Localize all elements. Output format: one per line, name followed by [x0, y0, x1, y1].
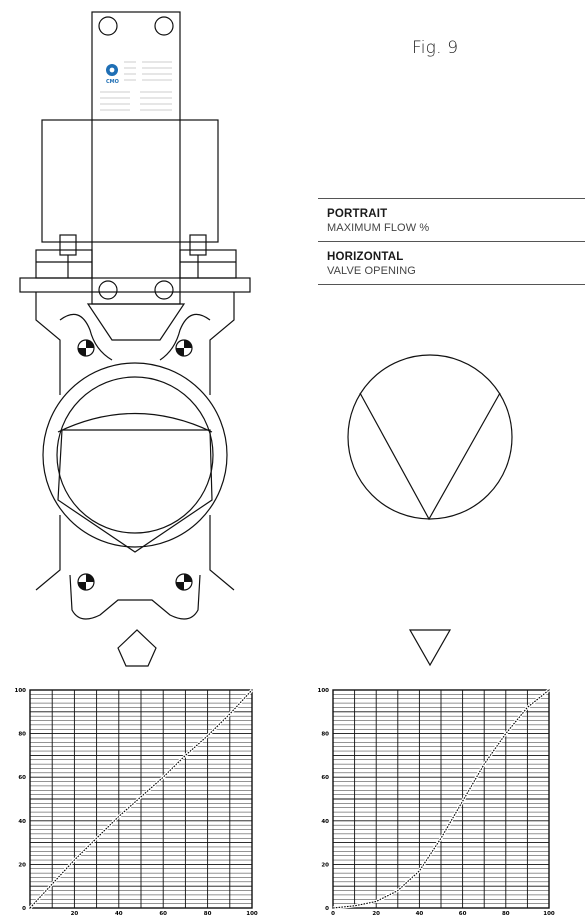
legend-divider	[318, 284, 585, 285]
figure-label: Fig. 9	[412, 38, 459, 58]
nameplate: CMO	[100, 61, 172, 111]
y-tick-label: 60	[321, 775, 329, 781]
legend-description: VALVE OPENING	[327, 265, 416, 277]
y-tick-label: 0	[325, 906, 329, 912]
y-tick-label: 20	[18, 862, 26, 868]
upper-gland	[35, 292, 235, 395]
series-halo	[332, 688, 551, 910]
body-inner-ring	[56, 376, 214, 534]
y-tick-label: 40	[321, 819, 329, 825]
legend-title: PORTRAIT	[327, 208, 388, 220]
legend-divider	[318, 241, 585, 242]
body-outer-ring	[42, 362, 228, 548]
v-symbol	[408, 629, 452, 667]
x-tick-label: 0	[331, 911, 335, 915]
legend-item-portrait: PORTRAIT MAXIMUM FLOW %	[318, 199, 585, 241]
yoke-plate	[91, 11, 181, 305]
x-tick-label: 100	[246, 911, 258, 915]
x-tick-label: 60	[459, 911, 467, 915]
v-port-shape	[359, 392, 501, 521]
y-tick-label: 0	[22, 906, 26, 912]
gate-pentagon	[57, 429, 213, 553]
y-tick-label: 60	[18, 775, 26, 781]
x-tick-label: 40	[115, 911, 123, 915]
y-tick-label: 20	[321, 862, 329, 868]
y-tick-label: 80	[18, 732, 26, 738]
bonnet-frame	[41, 119, 219, 243]
y-tick-label: 40	[18, 819, 26, 825]
legend: PORTRAIT MAXIMUM FLOW % HORIZONTAL VALVE…	[318, 198, 585, 285]
y-tick-label: 80	[321, 732, 329, 738]
y-tick-label: 100	[15, 688, 27, 694]
portrait-chart: 0 20 40 60 80 100 20 40 60 80 100	[15, 688, 258, 915]
legend-description: MAXIMUM FLOW %	[327, 222, 430, 234]
series-line	[29, 689, 253, 909]
x-tick-label: 60	[159, 911, 167, 915]
legend-item-horizontal: HORIZONTAL VALVE OPENING	[318, 242, 585, 284]
v-port-circle	[347, 354, 513, 520]
x-tick-label: 80	[502, 911, 510, 915]
pentagon-symbol	[117, 629, 157, 667]
y-tick-label: 100	[318, 688, 330, 694]
x-tick-label: 40	[416, 911, 424, 915]
x-tick-label: 20	[372, 911, 380, 915]
horizontal-chart: 0 20 40 60 80 100 0 20 40 60 80 100	[318, 688, 555, 915]
logo-text: CMO	[106, 79, 119, 85]
x-tick-label: 100	[543, 911, 555, 915]
legend-divider	[318, 198, 585, 199]
x-tick-label: 80	[204, 911, 212, 915]
top-flange	[19, 277, 251, 293]
x-tick-label: 20	[71, 911, 79, 915]
legend-title: HORIZONTAL	[327, 251, 404, 263]
